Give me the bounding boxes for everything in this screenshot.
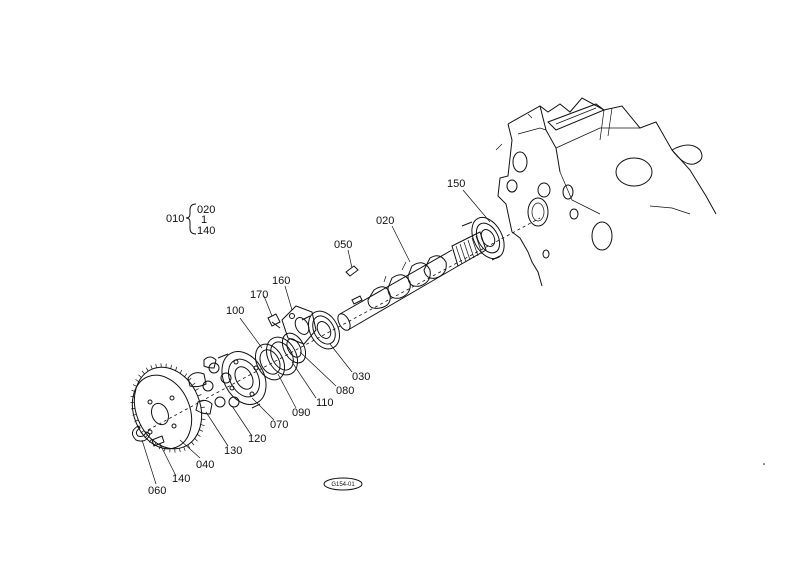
gear-tooth — [137, 425, 142, 428]
gear-tooth — [164, 447, 166, 452]
callout-labels: 150 020 050 160 170 100 030 080 110 090 … — [148, 178, 465, 497]
gear-tooth — [158, 445, 161, 450]
callout-140: 140 — [172, 473, 190, 485]
gear-tooth — [141, 370, 145, 375]
gear-tooth — [191, 382, 196, 386]
bearing-030 — [301, 310, 341, 350]
gear-tooth — [188, 377, 192, 382]
gear-tooth — [175, 366, 178, 371]
camshaft-020 — [337, 231, 487, 331]
gear-tooth — [150, 365, 153, 370]
flange-070 — [217, 351, 267, 409]
group-bracket: 010 020 1 140 — [166, 203, 215, 237]
gear-tooth — [138, 374, 142, 378]
gear-tooth — [145, 367, 149, 372]
callout-070: 070 — [270, 419, 288, 431]
callout-160: 160 — [272, 275, 290, 287]
gear-tooth — [170, 364, 172, 369]
gear-tooth — [199, 429, 204, 432]
bracket-middle-label: 1 — [201, 214, 207, 226]
pin-140 — [151, 435, 165, 447]
callout-080: 080 — [336, 385, 354, 397]
callout-030: 030 — [352, 371, 370, 383]
gear-tooth — [131, 389, 136, 392]
gear-tooth — [200, 424, 205, 427]
callout-150: 150 — [447, 178, 465, 190]
bracket-top-label: 020 — [197, 204, 215, 216]
balls-120 — [202, 362, 240, 408]
callout-060: 060 — [148, 485, 166, 497]
callout-120: 120 — [248, 433, 266, 445]
ring-090 — [265, 336, 299, 376]
callout-100: 100 — [226, 305, 244, 317]
gear-tooth — [194, 388, 199, 391]
callout-050: 050 — [334, 239, 352, 251]
leader-lines — [141, 189, 491, 485]
gear-tooth — [179, 448, 181, 453]
callout-130: 130 — [224, 445, 242, 457]
gear-tooth — [155, 363, 157, 368]
gear-tooth — [144, 434, 148, 439]
figure-code: G154-01 — [331, 482, 355, 488]
gear-tooth — [197, 394, 202, 397]
gear-tooth — [194, 438, 198, 442]
ring-110 — [281, 332, 307, 364]
assembly-axis — [147, 217, 541, 431]
gear-tooth — [199, 400, 204, 403]
gear-tooth — [191, 441, 195, 446]
gear-tooth — [187, 444, 191, 449]
gear-tooth — [132, 413, 137, 416]
callout-170: 170 — [250, 289, 268, 301]
gear-040 — [130, 363, 206, 453]
gear-tooth — [135, 379, 139, 382]
gear-tooth — [148, 438, 152, 443]
gear-tooth — [197, 434, 201, 437]
gear-tooth — [130, 395, 135, 398]
ring-100 — [254, 343, 286, 381]
callout-010: 010 — [166, 213, 184, 225]
callout-110: 110 — [316, 397, 334, 409]
gear-tooth — [201, 418, 206, 421]
callout-020: 020 — [376, 215, 394, 227]
figure-code-stamp: G154-01 — [323, 477, 363, 491]
stopper-plate-160 — [281, 305, 317, 345]
callout-090: 090 — [292, 407, 310, 419]
gear-tooth — [140, 430, 145, 434]
key-050 — [345, 265, 359, 277]
engine-block — [495, 97, 765, 465]
gear-tooth — [134, 419, 139, 422]
gear-tooth — [184, 373, 188, 378]
bracket-bottom-label: 140 — [197, 225, 215, 237]
snap-ring-060 — [132, 425, 151, 442]
bolt-170 — [267, 313, 281, 329]
gear-tooth — [183, 446, 186, 451]
gear-tooth — [132, 384, 137, 387]
bearing-150 — [461, 216, 505, 261]
gear-tooth — [179, 369, 183, 374]
callout-040: 040 — [196, 459, 214, 471]
